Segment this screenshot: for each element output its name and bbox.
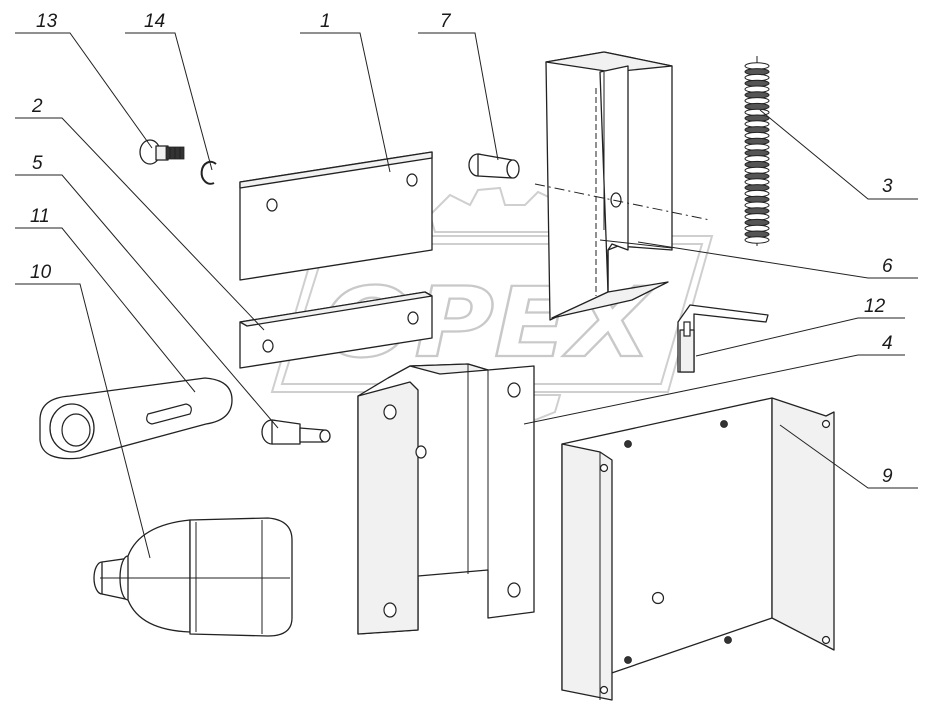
callout-7: 7 — [440, 11, 452, 32]
part-5-pin — [261, 419, 331, 445]
callout-5: 5 — [32, 153, 43, 174]
part-7-pin — [468, 153, 520, 179]
callout-9: 9 — [882, 466, 893, 487]
callout-3: 3 — [882, 176, 893, 197]
callout-11: 11 — [30, 206, 50, 227]
part-13-screw — [139, 139, 185, 165]
callout-1: 1 — [320, 11, 331, 32]
part-3-spring — [744, 56, 770, 246]
callout-13: 13 — [36, 11, 58, 32]
callout-10: 10 — [30, 262, 52, 283]
part-9-angle-plate — [561, 397, 835, 701]
part-14-ring — [200, 160, 217, 185]
part-12-clip — [677, 304, 769, 373]
callout-14: 14 — [144, 11, 165, 32]
part-4-bracket — [357, 363, 535, 635]
part-11-link — [39, 377, 233, 460]
part-10-knob — [93, 517, 293, 637]
callout-6: 6 — [882, 256, 893, 277]
part-1-plate — [239, 151, 433, 281]
callout-labels: 13 14 1 7 2 5 11 10 3 6 12 4 9 — [30, 11, 893, 487]
callout-4: 4 — [882, 333, 893, 354]
spring-coil — [744, 236, 770, 244]
leader-lines — [15, 32, 918, 559]
part-6-block — [534, 51, 711, 321]
part-2-bar — [239, 291, 433, 369]
callout-12: 12 — [864, 296, 886, 317]
callout-2: 2 — [31, 96, 43, 117]
